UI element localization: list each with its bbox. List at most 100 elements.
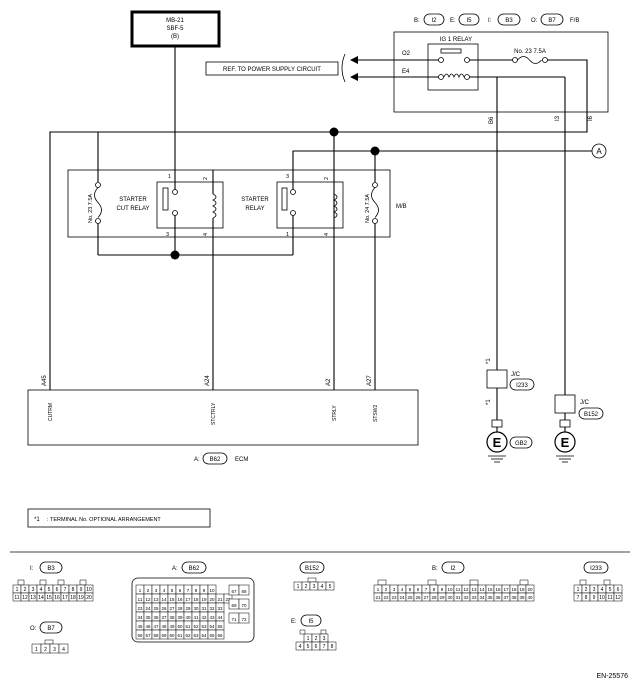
- b62-pin-number: 16: [177, 597, 183, 602]
- b3-pin-number: 11: [14, 595, 19, 601]
- i233-pin-number: 10: [599, 595, 605, 601]
- b62-pin-number: 58: [153, 633, 159, 638]
- b62-pin-number: 62: [185, 633, 191, 638]
- b62-pin-number: 14: [161, 597, 167, 602]
- b62-pin-number: 29: [185, 606, 191, 611]
- conn-i233-code: I233: [590, 566, 602, 572]
- ecm-pin-a27: A27: [367, 375, 373, 386]
- b62-pin-number: 40: [185, 615, 191, 620]
- b62-pin-cell: [223, 593, 233, 604]
- i2-pin-number: 37: [503, 595, 509, 600]
- b62-pin-number: 8: [195, 588, 198, 593]
- mb-box: [67, 169, 391, 238]
- b62-pin-number: 45: [137, 624, 143, 629]
- b62-pin-number: 67: [231, 589, 237, 594]
- ground-symbol-gb2: [486, 431, 508, 453]
- b62-pin-number: 61: [177, 633, 183, 638]
- jc2-code: B152: [584, 412, 599, 418]
- b62-pin-cell: [238, 612, 250, 624]
- cut-relay-pin-3: 3: [166, 232, 169, 238]
- note-text: : TERMINAL No. OPTIONAL ARRANGEMENT: [47, 517, 161, 523]
- i2-pin-number: 3: [393, 587, 396, 592]
- i2-pin-number: 22: [383, 595, 389, 600]
- ecm-box: [27, 389, 419, 446]
- b62-pin-number: 11: [138, 597, 143, 602]
- b62-pin-number: 19: [201, 597, 207, 602]
- i5-pin-number: 6: [315, 644, 318, 650]
- b62-pin-number: 57: [145, 633, 151, 638]
- ground-symbol-e-1: E: [493, 435, 502, 450]
- i233-pin-number: 8: [585, 595, 588, 601]
- connector-lock-tab: [603, 579, 611, 586]
- b62-pin-number: 44: [217, 615, 223, 620]
- ecm-prefix: A:: [194, 457, 200, 463]
- fuse-box-outline: [393, 31, 609, 113]
- key-e-code: I5: [466, 18, 472, 24]
- i2-pin-number: 5: [409, 587, 412, 592]
- b7-pin-cell: [58, 643, 69, 654]
- figure-id: EN-25576: [596, 673, 628, 680]
- source-line-2: SBF-5: [166, 26, 184, 32]
- pin-i3: I3: [555, 115, 561, 121]
- connector-lock-tab: [377, 579, 387, 586]
- b62-pin-number: 7: [187, 588, 190, 593]
- fuse-24: No. 24 7.5A: [365, 182, 379, 224]
- starter-relay: STARTER RELAY 3 2 1 4: [241, 174, 344, 238]
- b3-pin-number: 8: [72, 587, 75, 593]
- jc1-code: I233: [516, 383, 528, 389]
- b62-pin-number: 59: [161, 633, 167, 638]
- connector-lock-tab: [44, 639, 54, 645]
- b62-pin-number: 47: [153, 624, 159, 629]
- b62-pin-number: 39: [177, 615, 183, 620]
- b3-pin-number: 16: [54, 595, 60, 601]
- i5-pin-number: 2: [315, 636, 318, 642]
- jc2-label: J/C: [580, 400, 590, 406]
- starter-relay-pin-2: 2: [324, 177, 330, 180]
- b62-pin-number: 15: [169, 597, 175, 602]
- b62-pin-number: 2: [147, 588, 150, 593]
- fb-label: F/B: [570, 18, 579, 24]
- b3-pin-number: 9: [80, 587, 83, 593]
- i233-pin-number: 3: [593, 587, 596, 593]
- i5-pin-number: 4: [299, 644, 302, 650]
- ig1-relay-coil: [438, 73, 470, 80]
- b62-pin-number: 9: [203, 588, 206, 593]
- b62-pin-number: 35: [145, 615, 151, 620]
- i2-pin-number: 15: [487, 587, 493, 592]
- b152-pin-number: 5: [329, 584, 332, 590]
- b3-pin-number: 12: [22, 595, 28, 601]
- starter-cut-relay: STARTER CUT RELAY 1 2 3 4: [116, 174, 224, 238]
- i2-pin-number: 2: [385, 587, 388, 592]
- connector-lock-tab: [579, 579, 587, 586]
- i233-pin-number: 12: [615, 595, 621, 601]
- i2-pin-number: 28: [431, 595, 437, 600]
- b62-pin-number: 6: [179, 588, 182, 593]
- i2-pin-number: 30: [447, 595, 453, 600]
- pin-b6: B6: [489, 116, 495, 124]
- b3-pin-number: 19: [78, 595, 84, 601]
- b3-pin-number: 13: [30, 595, 36, 601]
- connector-lock-tab: [307, 577, 317, 583]
- cut-relay-pin-4: 4: [203, 233, 209, 236]
- jc1-label: J/C: [511, 372, 521, 378]
- b62-pin-number: 10: [209, 588, 215, 593]
- top-fuse-element: [517, 56, 542, 64]
- ground-code-gb2: GB2: [515, 441, 528, 447]
- b62-pin-number: 70: [241, 603, 247, 608]
- i233-pin-number: 7: [577, 595, 580, 601]
- ecm-signal-stctrly: STCTRLY: [211, 402, 217, 425]
- b62-pin-number: 48: [161, 624, 167, 629]
- b3-pin-cell: [84, 592, 94, 602]
- b62-pin-number: 28: [177, 606, 183, 611]
- fuse-23: No. 23 7.5A: [88, 182, 102, 224]
- b62-pin-number: 37: [161, 615, 167, 620]
- b62-pin-number: 38: [169, 615, 175, 620]
- connector-lock-tab: [469, 579, 479, 586]
- connector-lock-tab: [57, 579, 65, 586]
- conn-b7-label: O:: [30, 626, 37, 632]
- note-star: *1: [34, 517, 40, 523]
- mb-label: M/B: [396, 204, 407, 210]
- i2-pin-number: 4: [401, 587, 404, 592]
